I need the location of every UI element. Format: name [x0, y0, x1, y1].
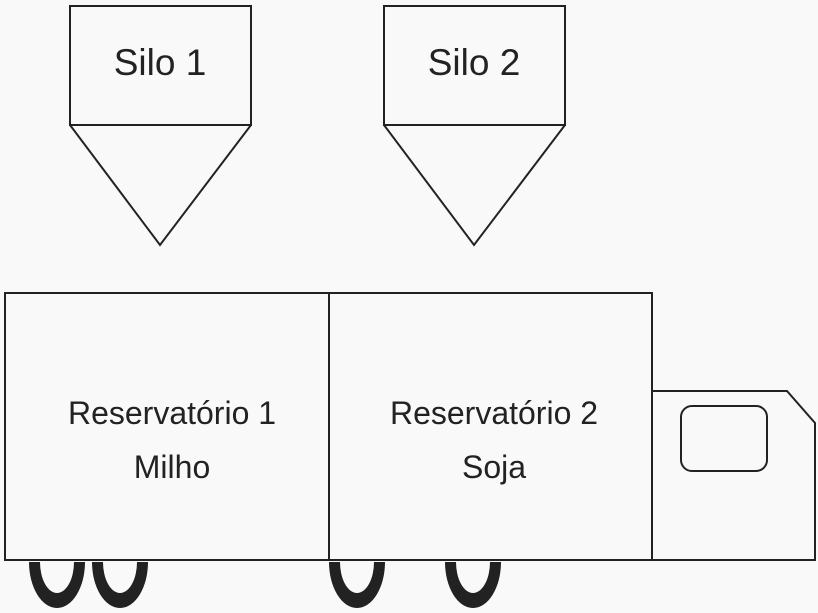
reservoir-2-content: Soja — [462, 449, 526, 485]
wheels — [29, 562, 501, 608]
silo-2-hopper — [383, 124, 566, 247]
wheel-icon — [92, 562, 148, 608]
reservoir-2-box — [328, 292, 653, 561]
cab-window — [680, 405, 768, 472]
silo-2-label: Silo 2 — [428, 42, 521, 83]
silo-2-box — [383, 5, 566, 126]
silo-1-box — [69, 5, 252, 126]
wheel-icon — [29, 562, 85, 608]
silo-2 — [383, 5, 566, 247]
silo-1 — [69, 5, 252, 247]
silo-1-label: Silo 1 — [114, 42, 207, 83]
silo-1-hopper — [69, 124, 252, 247]
wheel-icon — [445, 562, 501, 608]
reservoir-1-content: Milho — [134, 449, 210, 485]
wheel-icon — [329, 562, 385, 608]
truck-cab — [652, 390, 816, 561]
reservoir-2-name: Reservatório 2 — [390, 395, 598, 431]
reservoir-1-name: Reservatório 1 — [68, 395, 276, 431]
